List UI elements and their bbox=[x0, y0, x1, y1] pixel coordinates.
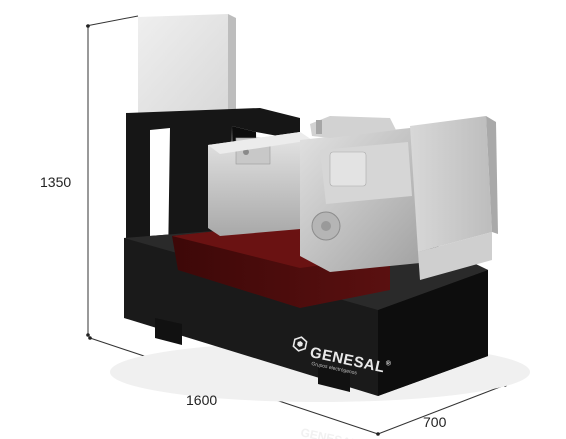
width-dimension-line bbox=[377, 384, 506, 435]
genesal-logo-icon bbox=[292, 336, 308, 352]
brand-reflection: GENESAL bbox=[299, 425, 359, 439]
length-dimension-label: 1600 bbox=[186, 392, 218, 408]
alternator bbox=[208, 132, 312, 236]
radiator bbox=[410, 116, 498, 280]
height-dimension-top-tick bbox=[85, 15, 139, 27]
registered-mark: ® bbox=[384, 359, 392, 368]
engine-block bbox=[300, 116, 430, 272]
canopy-box bbox=[138, 14, 236, 119]
height-dimension-label: 1350 bbox=[40, 174, 72, 190]
width-dimension-label: 700 bbox=[423, 414, 447, 430]
